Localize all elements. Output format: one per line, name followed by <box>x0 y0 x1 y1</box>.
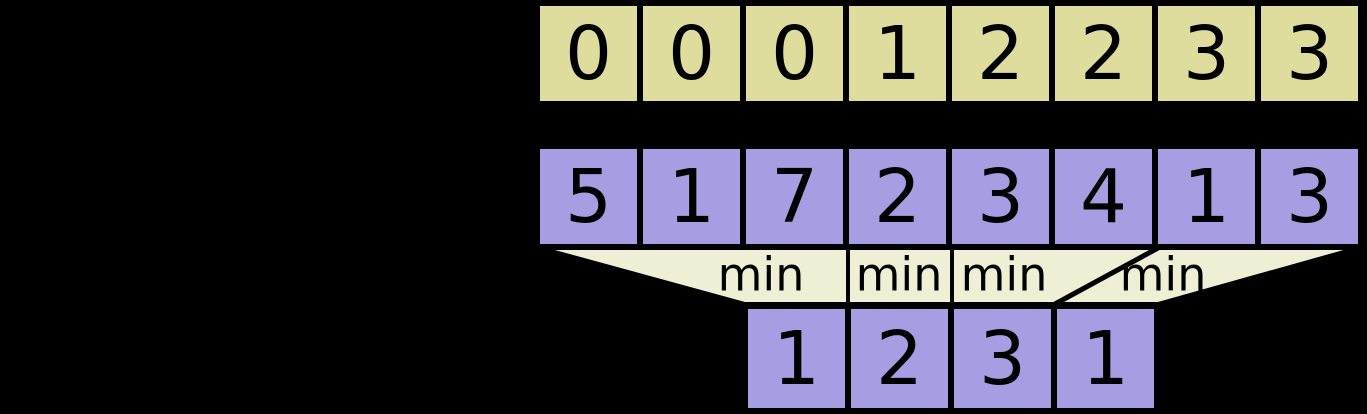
result-cell: 1 <box>1054 306 1157 411</box>
value-cell: 3 <box>1258 146 1361 247</box>
value-cell: 7 <box>743 146 846 247</box>
index-cell: 2 <box>949 3 1052 104</box>
index-cell: 0 <box>743 3 846 104</box>
funnel-min-label: min <box>856 248 943 302</box>
result-cell: 1 <box>745 306 848 411</box>
index-cell: 1 <box>846 3 949 104</box>
funnel-min-label: min <box>1120 248 1207 302</box>
index-cell: 0 <box>537 3 640 104</box>
funnel-min-label: min <box>961 248 1048 302</box>
result-array-row: 1 2 3 1 <box>745 306 1157 411</box>
value-array-row: 5 1 7 2 3 4 1 3 <box>537 146 1361 247</box>
index-cell: 3 <box>1155 3 1258 104</box>
value-cell: 1 <box>640 146 743 247</box>
funnel-trapezoid <box>539 246 1359 306</box>
funnel-min-label: min <box>718 248 805 302</box>
result-cell: 2 <box>848 306 951 411</box>
value-cell: 5 <box>537 146 640 247</box>
result-cell: 3 <box>951 306 1054 411</box>
value-cell: 3 <box>949 146 1052 247</box>
index-array-row: 0 0 0 1 2 2 3 3 <box>537 3 1361 104</box>
index-cell: 2 <box>1052 3 1155 104</box>
value-cell: 2 <box>846 146 949 247</box>
funnel-slanted-divider <box>1053 245 1160 307</box>
index-cell: 3 <box>1258 3 1361 104</box>
index-cell: 0 <box>640 3 743 104</box>
value-cell: 4 <box>1052 146 1155 247</box>
value-cell: 1 <box>1155 146 1258 247</box>
